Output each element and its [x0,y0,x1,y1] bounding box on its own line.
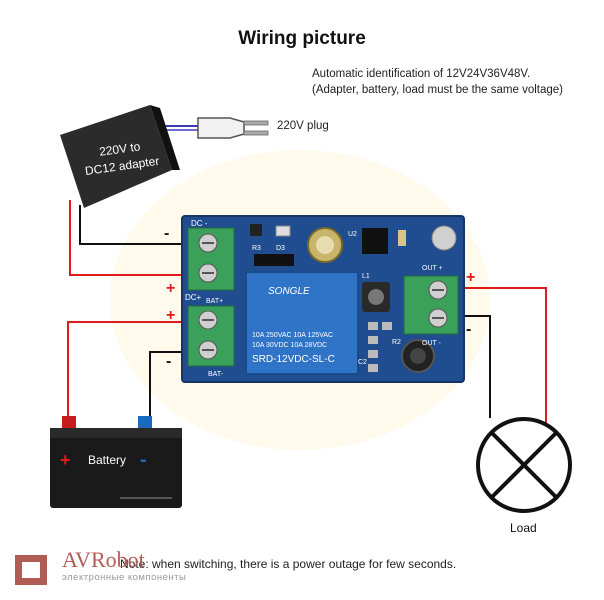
relay-model: SRD-12VDC-SL-C [252,354,335,365]
label-bat-plus: BAT+ [206,298,223,305]
logo-subtitle: электронные компоненты [62,572,187,583]
label-d3: D3 [276,245,285,252]
sign-bat-minus: - [166,353,171,370]
battery-plus-sign: + [60,450,71,470]
sign-dc-minus: - [164,225,169,242]
label-dc-plus: DC+ [185,293,202,302]
switching-note: Note: when switching, there is a power o… [120,557,457,571]
sign-out-plus: + [466,269,475,286]
label-out-minus: OUT - [422,340,442,347]
label-l1: L1 [362,273,370,280]
same-voltage-note: (Adapter, battery, load must be the same… [312,84,564,96]
sign-bat-plus: + [166,307,175,324]
lamp-icon [476,417,572,513]
relay-rating-1: 10A 250VAC 10A 125VAC [252,332,333,339]
label-bat-minus: BAT- [208,371,224,378]
adapter-negative-wire [79,205,186,245]
battery-negative-wire [149,351,186,420]
diagram-title: Wiring picture [238,28,366,49]
logo-name: AVRobot [62,547,145,572]
relay-module-board [181,215,465,383]
avrobot-logo-icon [15,555,47,585]
sign-out-minus: - [466,321,471,338]
battery-icon [50,416,182,508]
label-c2: C2 [358,359,367,366]
battery-positive-wire [67,321,186,420]
relay-brand: SONGLE [268,286,310,297]
plug-label: 220V plug [277,120,329,132]
relay-rating-2: 10A 30VDC 10A 28VDC [252,342,327,349]
sign-dc-plus: + [166,280,175,297]
load-positive-wire [462,287,547,430]
label-out-plus: OUT + [422,265,443,272]
label-dc-minus: DC - [191,219,208,228]
voltage-note: Automatic identification of 12V24V36V48V… [312,68,531,80]
battery-label: Battery [88,453,127,467]
load-negative-wire [462,315,491,418]
label-r2: R2 [392,339,401,346]
load-label: Load [510,521,537,535]
label-r3: R3 [252,245,261,252]
battery-minus-sign: - [140,449,147,471]
plug-icon [160,117,269,139]
label-u2: U2 [348,231,357,238]
adapter-box [60,105,180,208]
adapter-positive-wire [69,200,186,276]
